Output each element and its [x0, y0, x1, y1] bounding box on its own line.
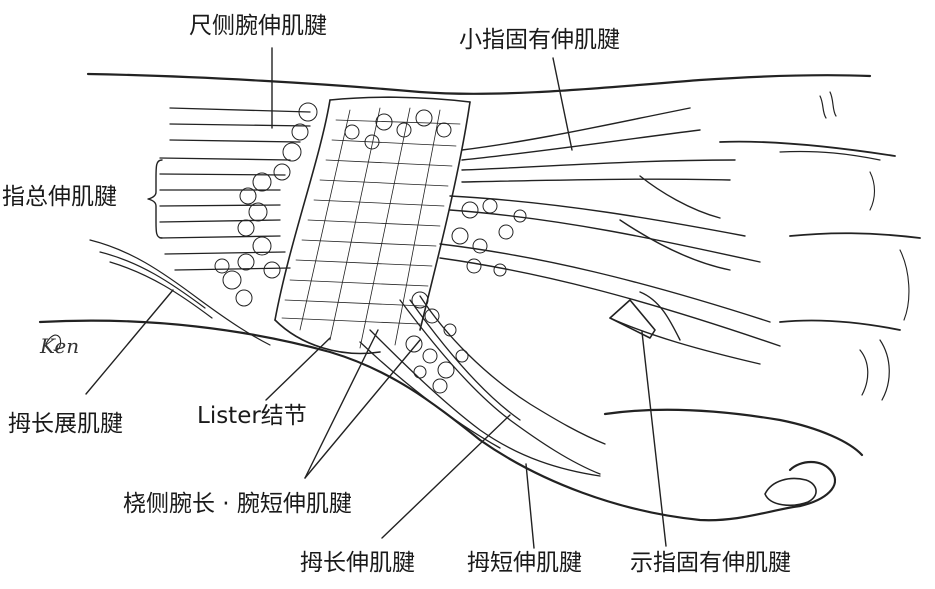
- arm-outline: [38, 72, 921, 522]
- synovial-lobules: [214, 102, 527, 394]
- artist-signature: Ken: [40, 334, 80, 358]
- signature-scribble: [45, 334, 62, 351]
- label-extensor-pollicis-brevis: 拇短伸肌腱: [467, 550, 582, 576]
- label-common-finger-extensor: 指总伸肌腱: [2, 184, 117, 210]
- abductor-tendon-bundle: [89, 239, 271, 346]
- label-little-finger-extensor: 小指固有伸肌腱: [459, 27, 620, 53]
- label-ulnar-wrist-extensor: 尺侧腕伸肌腱: [189, 13, 327, 39]
- retinaculum-hatching: [281, 107, 461, 349]
- extensor-retinaculum: [274, 96, 471, 355]
- label-abductor-pollicis-longus: 拇长展肌腱: [8, 411, 123, 437]
- thumb-tendons: [359, 295, 606, 477]
- label-brace: [147, 159, 163, 239]
- label-radial-wrist-extensors: 桡侧腕长 · 腕短伸肌腱: [123, 491, 352, 517]
- label-lister-tubercle: Lister结节: [197, 403, 307, 429]
- label-index-finger-extensor: 示指固有伸肌腱: [630, 550, 791, 576]
- label-extensor-pollicis-longus: 拇长伸肌腱: [300, 550, 415, 576]
- finger-extensor-tendons: [159, 107, 311, 271]
- leader-lines: [85, 47, 667, 549]
- hand-extensor-tendons: [439, 107, 781, 365]
